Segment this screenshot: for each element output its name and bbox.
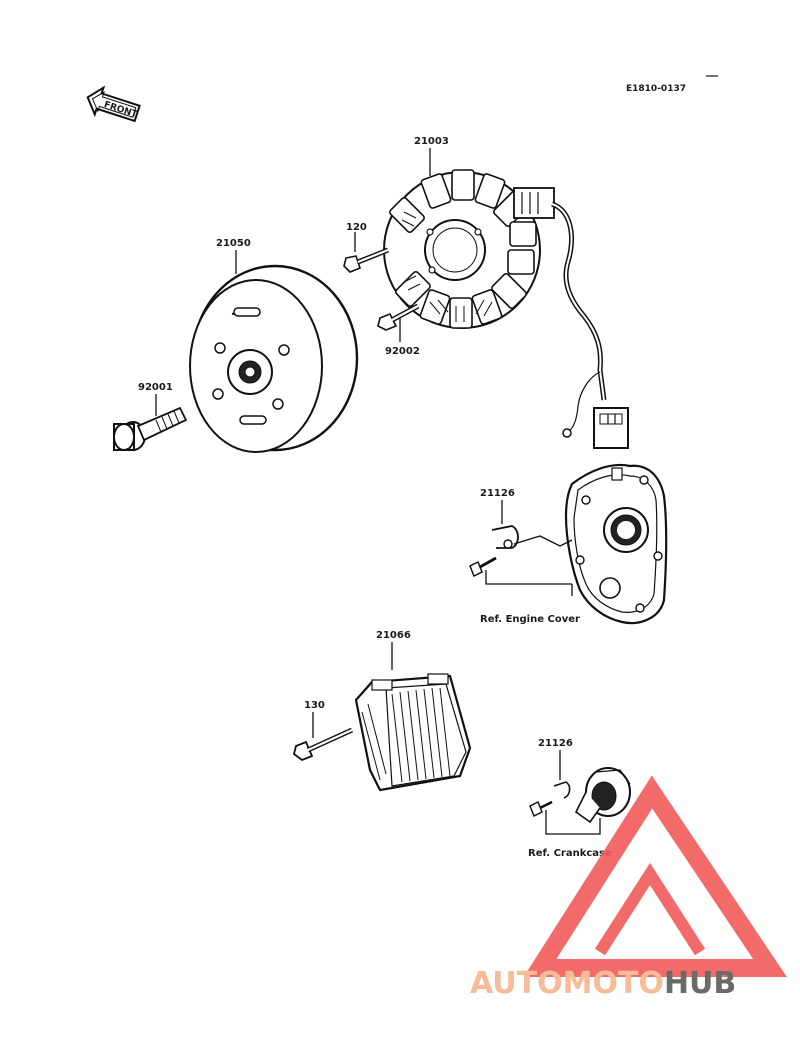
wire-clamp-upper: 21126 Ref. Engine Cover <box>469 488 580 625</box>
ground-terminal <box>562 428 572 438</box>
stator-wire-harness <box>550 201 607 401</box>
regulator-rectifier: 21066 <box>354 630 472 792</box>
bolt-92002: 92002 <box>377 303 420 357</box>
watermark-triangle-icon <box>523 775 787 977</box>
wire-clamp-lower: 21126 Ref. Crankcase <box>528 738 612 859</box>
crankcase-ref <box>574 767 631 824</box>
stator-coil-body <box>383 169 541 329</box>
stator-connector <box>513 187 555 219</box>
part-label-92002: 92002 <box>385 346 420 357</box>
part-label-21126-upper: 21126 <box>480 488 515 499</box>
watermark-text-a: AUTOMOTO <box>470 966 664 1001</box>
front-arrow-icon: FRONT <box>86 85 141 123</box>
diagram-code: E1810-0137 <box>626 84 686 94</box>
engine-cover-ref <box>564 463 668 625</box>
part-label-92001: 92001 <box>138 382 173 393</box>
bolt-130: 130 <box>292 700 354 762</box>
ground-lead <box>567 371 601 433</box>
rotor-flywheel: 21050 <box>189 238 359 453</box>
part-label-regulator: 21066 <box>376 630 411 641</box>
clamp-connect-line <box>513 535 573 547</box>
part-label-120: 120 <box>346 222 367 233</box>
stator-assembly: 21003 <box>383 136 629 449</box>
svg-text:AUTOMOTOHUB: AUTOMOTOHUB <box>470 966 736 1001</box>
part-label-21126-lower: 21126 <box>538 738 573 749</box>
wire-plug <box>593 407 629 449</box>
watermark-logo: AUTOMOTOHUB <box>470 775 787 1001</box>
part-label-stator: 21003 <box>414 136 449 147</box>
bolt-92001: 92001 <box>113 382 188 451</box>
part-label-130: 130 <box>304 700 325 711</box>
ref-crankcase-label: Ref. Crankcase <box>528 848 612 859</box>
watermark-inner-mark <box>594 862 706 956</box>
ref-engine-cover-label: Ref. Engine Cover <box>480 614 580 625</box>
part-label-rotor: 21050 <box>216 238 251 249</box>
bolt-120: 120 <box>343 222 389 273</box>
watermark-text-b: HUB <box>664 966 736 1001</box>
